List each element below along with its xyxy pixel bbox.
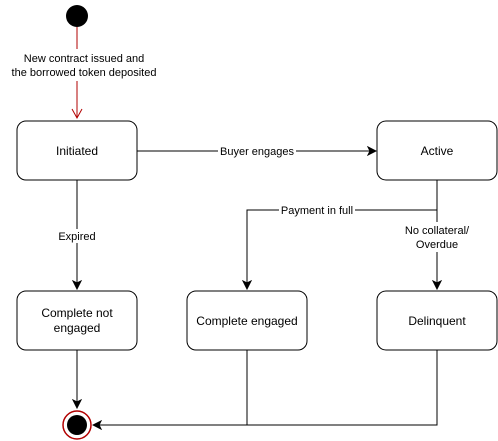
edge-delinquent-to-end	[93, 350, 438, 425]
state-complete-engaged-label: Complete engaged	[196, 314, 297, 328]
state-complete-not-engaged[interactable]: Complete not engaged	[16, 290, 138, 351]
start-node	[66, 5, 88, 27]
state-complete-engaged[interactable]: Complete engaged	[186, 290, 308, 351]
edge-label-no-collateral-line-2: Overdue	[416, 239, 458, 251]
state-initiated-label: Initiated	[56, 144, 98, 158]
edge-label-no-collateral-line-1: No collateral/	[405, 225, 470, 237]
state-active-label: Active	[421, 144, 454, 158]
edge-label-start-line-1: New contract issued and	[24, 53, 144, 65]
edge-label-expired: Expired	[58, 231, 95, 243]
state-delinquent-label: Delinquent	[408, 314, 466, 328]
end-node	[62, 410, 92, 440]
edge-label-start-line-2: the borrowed token deposited	[12, 67, 157, 79]
state-active[interactable]: Active	[376, 120, 498, 181]
state-complete-not-engaged-label-line-1: Complete not	[41, 306, 113, 320]
state-delinquent[interactable]: Delinquent	[376, 290, 498, 351]
edge-label-buyer-engages: Buyer engages	[220, 146, 294, 158]
state-complete-not-engaged-label-line-2: engaged	[54, 321, 101, 335]
edge-label-payment-in-full: Payment in full	[281, 205, 353, 217]
state-initiated[interactable]: Initiated	[16, 120, 138, 181]
